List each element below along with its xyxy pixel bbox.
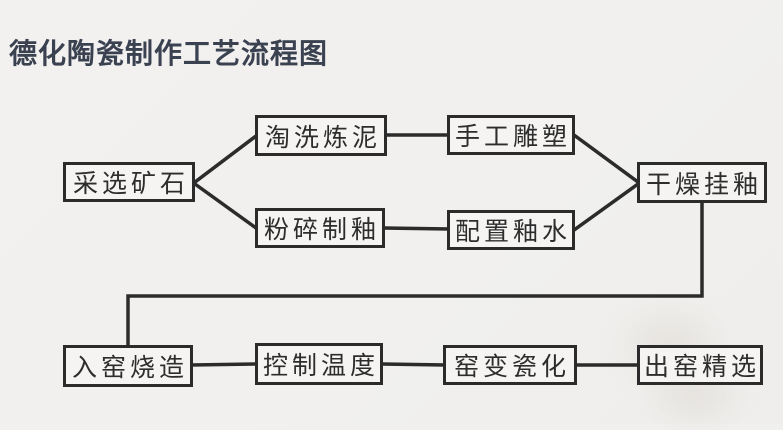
edge-sculpting-to-drying <box>571 132 641 185</box>
node-final-selection: 出窑精选 <box>637 345 763 385</box>
node-glaze-crushing: 粉碎制釉 <box>255 208 385 248</box>
node-kiln-firing: 入窑烧造 <box>63 345 193 387</box>
edge-mixing-to-drying <box>571 181 641 233</box>
node-temperature-control: 控制温度 <box>255 343 383 385</box>
edge-ore-to-washing <box>192 133 259 185</box>
node-glaze-mixing: 配置釉水 <box>447 210 575 250</box>
node-clay-washing: 淘洗炼泥 <box>255 115 387 156</box>
node-drying-glazing: 干燥挂釉 <box>637 162 767 203</box>
node-kiln-transformation: 窑变瓷化 <box>443 345 577 385</box>
edge-temperature-to-transformation <box>380 362 446 367</box>
edge-crushing-to-mixing <box>382 226 450 231</box>
node-ore-selection: 采选矿石 <box>63 162 195 202</box>
node-hand-sculpting: 手工雕塑 <box>447 115 575 155</box>
page-title: 德化陶瓷制作工艺流程图 <box>9 37 329 69</box>
edge-ore-to-crushing <box>192 181 259 231</box>
edge-firing-to-temperature <box>190 362 258 367</box>
edge-drying-to-firing <box>126 200 704 348</box>
